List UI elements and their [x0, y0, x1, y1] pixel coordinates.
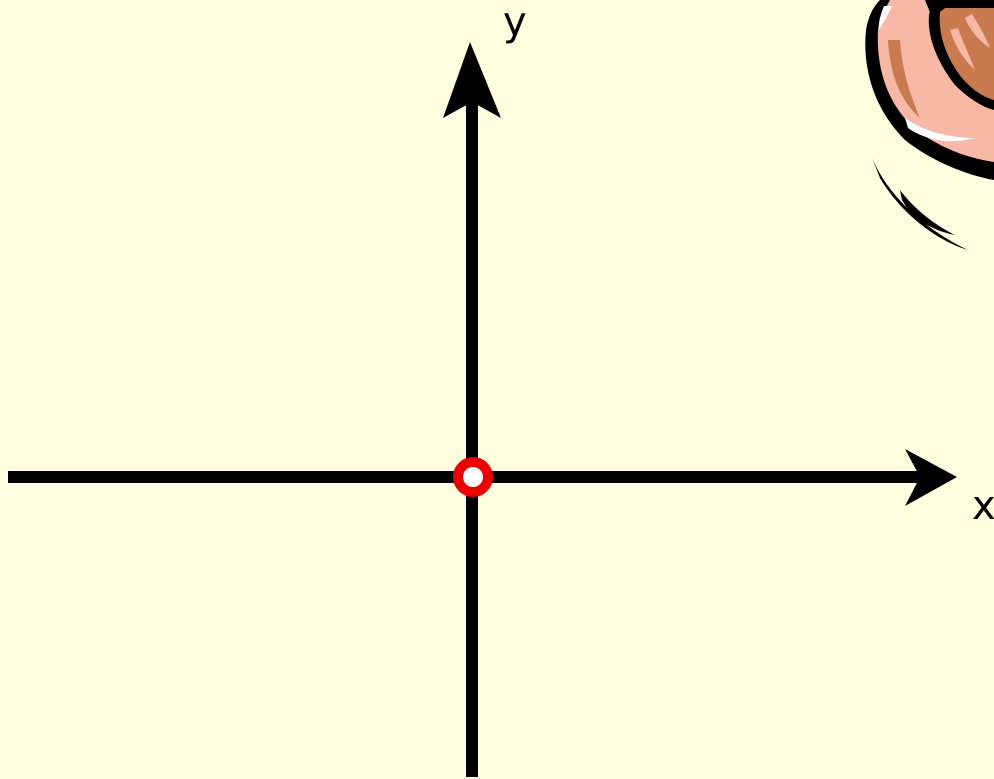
cartoon-arm-clipart-icon — [865, 0, 994, 250]
x-axis-label: x — [972, 486, 994, 526]
origin-point — [458, 462, 488, 492]
y-axis-label: y — [503, 2, 527, 42]
